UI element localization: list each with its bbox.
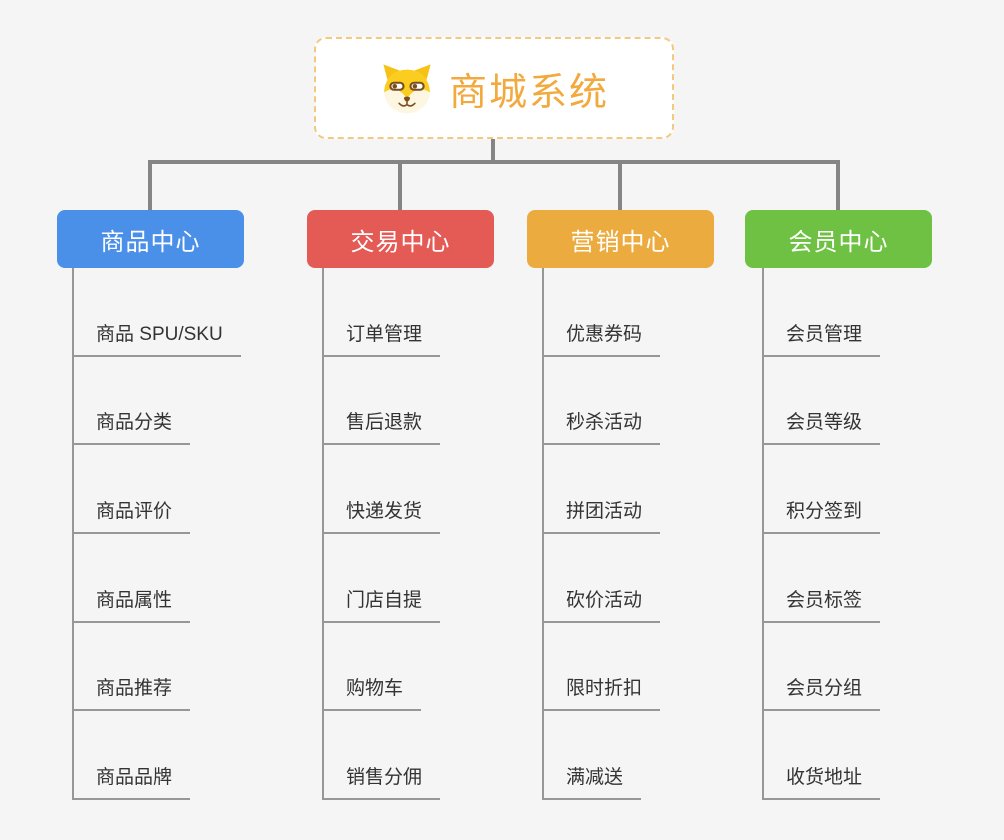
child-node[interactable]: 快递发货 <box>324 445 441 534</box>
branch-children-product-center: 商品 SPU/SKU 商品分类 商品评价 商品属性 商品推荐 商品品牌 <box>72 268 241 800</box>
connector-drop-marketing <box>618 160 622 212</box>
branch-node-marketing-center[interactable]: 营销中心 <box>527 210 714 268</box>
child-node[interactable]: 会员分组 <box>764 623 881 712</box>
connector-horizontal <box>148 160 840 164</box>
branch-node-trade-center[interactable]: 交易中心 <box>307 210 494 268</box>
child-node[interactable]: 砍价活动 <box>544 534 661 623</box>
child-node[interactable]: 优惠券码 <box>544 268 661 357</box>
doge-icon <box>379 60 435 116</box>
branch-node-member-center[interactable]: 会员中心 <box>745 210 932 268</box>
child-node[interactable]: 满减送 <box>544 711 642 800</box>
child-node[interactable]: 商品推荐 <box>74 623 191 712</box>
child-node[interactable]: 拼团活动 <box>544 445 661 534</box>
child-node[interactable]: 门店自提 <box>324 534 441 623</box>
child-node[interactable]: 售后退款 <box>324 357 441 446</box>
connector-root-vertical <box>491 139 495 162</box>
connector-drop-products <box>148 160 152 212</box>
branch-children-marketing-center: 优惠券码 秒杀活动 拼团活动 砍价活动 限时折扣 满减送 <box>542 268 661 800</box>
child-node[interactable]: 商品分类 <box>74 357 191 446</box>
child-node[interactable]: 积分签到 <box>764 445 881 534</box>
child-node[interactable]: 商品 SPU/SKU <box>74 268 241 357</box>
child-node[interactable]: 限时折扣 <box>544 623 661 712</box>
connector-drop-trade <box>398 160 402 212</box>
child-node[interactable]: 秒杀活动 <box>544 357 661 446</box>
child-node[interactable]: 会员管理 <box>764 268 881 357</box>
root-title: 商城系统 <box>448 71 609 114</box>
branch-node-product-center[interactable]: 商品中心 <box>57 210 244 268</box>
child-node[interactable]: 商品评价 <box>74 445 191 534</box>
child-node[interactable]: 销售分佣 <box>324 711 441 800</box>
child-node[interactable]: 订单管理 <box>324 268 441 357</box>
child-node[interactable]: 收货地址 <box>764 711 881 800</box>
child-node[interactable]: 购物车 <box>324 623 422 712</box>
child-node[interactable]: 商品品牌 <box>74 711 191 800</box>
branch-children-trade-center: 订单管理 售后退款 快递发货 门店自提 购物车 销售分佣 <box>322 268 441 800</box>
branch-children-member-center: 会员管理 会员等级 积分签到 会员标签 会员分组 收货地址 <box>762 268 881 800</box>
connector-drop-members <box>836 160 840 212</box>
child-node[interactable]: 会员标签 <box>764 534 881 623</box>
root-node[interactable]: 商城系统 <box>314 37 674 139</box>
child-node[interactable]: 会员等级 <box>764 357 881 446</box>
child-node[interactable]: 商品属性 <box>74 534 191 623</box>
